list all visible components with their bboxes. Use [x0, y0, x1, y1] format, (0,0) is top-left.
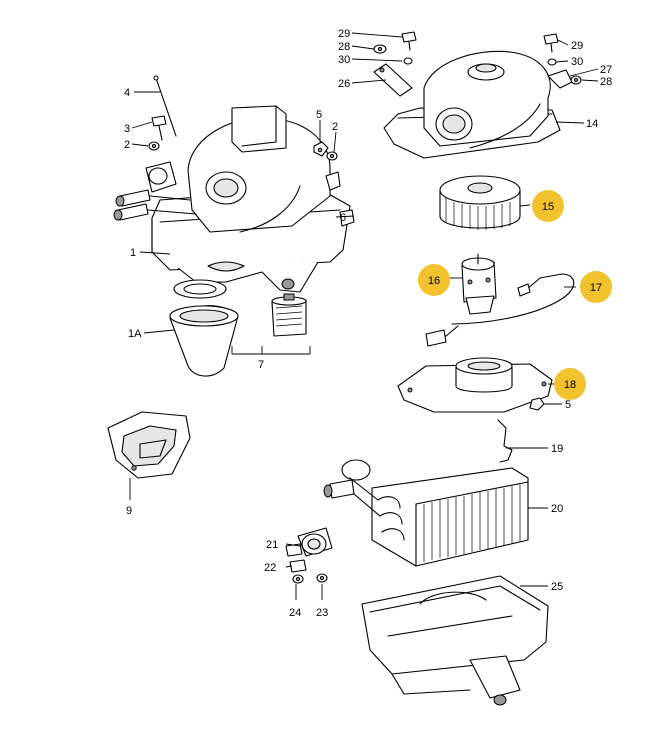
- svg-text:2: 2: [332, 121, 338, 133]
- duct-1A-and-gasket: [169, 279, 239, 377]
- callout-19: 19: [551, 443, 563, 455]
- loose-fasteners-left: [148, 75, 355, 227]
- svg-text:1A: 1A: [128, 328, 142, 340]
- svg-text:20: 20: [551, 503, 563, 515]
- filter-cartridge: [271, 293, 307, 337]
- callout-20: 20: [551, 503, 563, 515]
- retaining-clip: [497, 419, 513, 463]
- svg-text:29: 29: [338, 28, 350, 40]
- callout-18-highlighted: 18: [554, 368, 586, 400]
- heater-core: [323, 459, 529, 567]
- svg-text:1: 1: [130, 247, 136, 259]
- svg-text:17: 17: [590, 282, 602, 294]
- svg-text:18: 18: [564, 379, 576, 391]
- callout-5-lower: 5: [565, 399, 571, 411]
- callout-2-right: 2: [332, 121, 338, 133]
- callout-labels: 29 28 30 26 29 30 27 28 14 4 3 2 5 2 6 1…: [124, 28, 612, 619]
- fasteners-top-right: [543, 33, 582, 89]
- callout-29: 29: [338, 28, 350, 40]
- callout-26: 26: [338, 78, 350, 90]
- callout-9: 9: [126, 505, 132, 517]
- svg-text:2: 2: [124, 139, 130, 151]
- callout-30: 30: [338, 54, 350, 66]
- svg-text:14: 14: [586, 118, 598, 130]
- svg-text:30: 30: [571, 56, 583, 68]
- svg-text:27: 27: [600, 64, 612, 76]
- lower-housing: [361, 575, 549, 706]
- svg-text:29: 29: [571, 40, 583, 52]
- callout-24: 24: [289, 607, 301, 619]
- leader-lines: [129, 32, 599, 600]
- svg-text:22: 22: [264, 562, 276, 574]
- svg-text:26: 26: [338, 78, 350, 90]
- duct-9: [107, 411, 191, 479]
- valve-assembly-small: [285, 527, 333, 584]
- callout-27: 27: [600, 64, 612, 76]
- callout-22: 22: [264, 562, 276, 574]
- svg-text:25: 25: [551, 581, 563, 593]
- callout-14: 14: [586, 118, 598, 130]
- heater-blower-assembly: [113, 105, 353, 293]
- svg-text:15: 15: [542, 201, 554, 213]
- callout-23: 23: [316, 607, 328, 619]
- blower-motor: [461, 253, 497, 315]
- fasteners-top-left: [373, 31, 417, 65]
- svg-text:24: 24: [289, 607, 301, 619]
- svg-text:28: 28: [600, 76, 612, 88]
- svg-text:16: 16: [428, 275, 440, 287]
- callout-5-top: 5: [316, 109, 322, 121]
- callout-28-right: 28: [600, 76, 612, 88]
- svg-text:6: 6: [340, 212, 346, 224]
- callout-29-right: 29: [571, 40, 583, 52]
- mounting-plate: [397, 357, 553, 413]
- svg-text:7: 7: [258, 359, 264, 371]
- svg-text:5: 5: [316, 109, 322, 121]
- svg-text:5: 5: [565, 399, 571, 411]
- svg-text:23: 23: [316, 607, 328, 619]
- callout-4: 4: [124, 87, 130, 99]
- blower-housing-14: [373, 50, 561, 159]
- callout-1: 1: [130, 247, 136, 259]
- wiring-harness: [425, 273, 575, 347]
- callout-30-right: 30: [571, 56, 583, 68]
- svg-text:28: 28: [338, 41, 350, 53]
- callout-25: 25: [551, 581, 563, 593]
- svg-text:21: 21: [266, 539, 278, 551]
- fan-wheel: [439, 175, 521, 230]
- callout-15-highlighted: 15: [532, 190, 564, 222]
- svg-text:30: 30: [338, 54, 350, 66]
- callout-21: 21: [266, 539, 278, 551]
- callout-17-highlighted: 17: [580, 271, 612, 303]
- callout-1A: 1A: [128, 328, 142, 340]
- callout-7: 7: [258, 359, 264, 371]
- svg-text:19: 19: [551, 443, 563, 455]
- callout-2-left: 2: [124, 139, 130, 151]
- callout-3: 3: [124, 123, 130, 135]
- svg-text:3: 3: [124, 123, 130, 135]
- callout-28: 28: [338, 41, 350, 53]
- callout-16-highlighted: 16: [418, 264, 450, 296]
- svg-text:9: 9: [126, 505, 132, 517]
- svg-text:4: 4: [124, 87, 130, 99]
- callout-6: 6: [340, 212, 346, 224]
